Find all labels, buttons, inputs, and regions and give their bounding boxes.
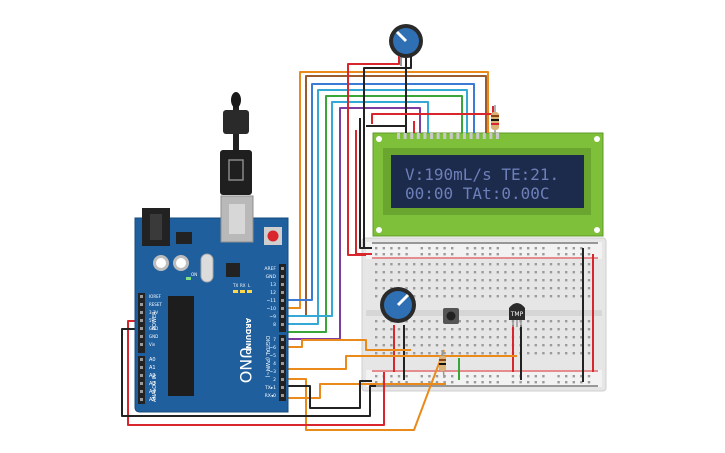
resistor-breadboard[interactable] <box>439 349 446 379</box>
digital-pin-label: RX◂0 <box>265 393 276 399</box>
digital-pin-label: TX▸1 <box>264 385 276 391</box>
analog-header <box>138 356 145 404</box>
potentiometer-breadboard[interactable] <box>380 287 416 323</box>
jumper-wire[interactable] <box>284 89 468 325</box>
temperature-sensor: TMP <box>509 303 525 327</box>
jumper-wire[interactable] <box>284 95 463 333</box>
jumper-wire[interactable] <box>284 83 475 301</box>
breadboard-holes <box>375 247 591 384</box>
jumper-wire[interactable] <box>284 380 372 409</box>
digital-pin-label: ~6 <box>269 345 276 351</box>
pushbutton[interactable] <box>443 308 459 324</box>
lcd-header-pins <box>397 133 499 139</box>
rx-led <box>240 290 245 293</box>
jumper-wire[interactable] <box>359 118 372 249</box>
jumper-wire[interactable] <box>284 349 445 431</box>
lcd-line-1: V:190mL/s TE:21. <box>405 165 559 184</box>
analog-pin-label: A2 <box>149 373 156 379</box>
l-label: L <box>248 283 251 288</box>
power-pin-label: 5V <box>149 318 155 323</box>
digital-pin-label: ~3 <box>269 369 276 375</box>
lcd-screen <box>391 155 584 208</box>
analog-pin-label: A4 <box>149 389 156 395</box>
power-pin-label: GND <box>149 326 158 331</box>
sensor-label: TMP <box>510 311 524 318</box>
jumper-wire[interactable] <box>284 101 429 317</box>
digital-header-bottom <box>279 335 286 401</box>
digital-pin-label: 2 <box>273 377 276 383</box>
jumper-wire[interactable] <box>121 328 376 417</box>
rx-label: RX <box>240 283 246 288</box>
power-pin-label: GND <box>149 334 158 339</box>
l-led <box>247 290 252 293</box>
power-pin-label: RESET <box>149 302 162 307</box>
digital-pin-label: 8 <box>273 322 276 328</box>
reset-button[interactable] <box>267 230 279 242</box>
lcd-mount-hole <box>594 136 600 142</box>
lcd-mount-hole <box>594 227 600 233</box>
digital-pin-label: ~11 <box>267 298 277 304</box>
digital-pin-label: 12 <box>270 290 276 296</box>
breadboard[interactable] <box>361 237 607 392</box>
tx-led <box>233 290 238 293</box>
analog-pin-label: A0 <box>149 357 156 363</box>
digital-pin-label: ~5 <box>269 353 276 359</box>
analog-pin-label: A3 <box>149 381 156 387</box>
jumper-wire[interactable] <box>355 130 372 255</box>
digital-pin-label: 7 <box>273 337 276 343</box>
analog-header-label: ANALOG IN <box>152 374 158 402</box>
power-header <box>138 293 145 353</box>
arduino-uno-board[interactable]: ON TX RX L ARDUINO UNO POWER ANALOG IN D… <box>134 92 289 413</box>
power-pin-label: 3.3V <box>149 310 158 315</box>
lcd-line-2: 00:00 TAt:0.00C <box>405 184 550 203</box>
power-header-label: POWER <box>152 311 158 330</box>
jumper-wire[interactable] <box>127 320 385 426</box>
microcontroller-chip <box>168 296 194 396</box>
usb-cable-plug <box>223 110 249 134</box>
on-led <box>186 277 191 280</box>
digital-pin-label: ~9 <box>269 314 276 320</box>
digital-header-label: DIGITAL (PWM~) <box>264 336 270 378</box>
jumper-wire[interactable] <box>284 71 489 309</box>
potentiometer-top[interactable] <box>389 24 423 66</box>
digital-pin-label: AREF <box>264 266 276 272</box>
jumper-wire[interactable] <box>284 339 411 351</box>
arduino-model: UNO <box>236 347 255 383</box>
resistor-lcd[interactable] <box>491 105 499 135</box>
on-label: ON <box>191 272 197 277</box>
analog-pin-label: A5 <box>149 397 156 403</box>
digital-pin-label: ~10 <box>267 306 277 312</box>
lcd-mount-hole <box>376 136 382 142</box>
analog-pin-label: A1 <box>149 365 156 371</box>
arduino-brand: ARDUINO <box>244 318 252 355</box>
digital-pin-label: 13 <box>270 282 276 288</box>
digital-pin-label: GND <box>266 274 277 280</box>
jumper-wire[interactable] <box>347 56 400 256</box>
digital-pin-label: 4 <box>273 361 276 367</box>
power-pin-label: Vin <box>149 342 156 347</box>
jumper-wires <box>121 56 594 431</box>
lcd-mount-hole <box>376 227 382 233</box>
lcd-module: V:190mL/s TE:21. 00:00 TAt:0.00C <box>372 132 604 237</box>
tx-label: TX <box>232 283 238 288</box>
jumper-wire[interactable] <box>371 106 494 124</box>
digital-header-top <box>279 264 286 332</box>
power-pin-label: IOREF <box>149 294 162 299</box>
